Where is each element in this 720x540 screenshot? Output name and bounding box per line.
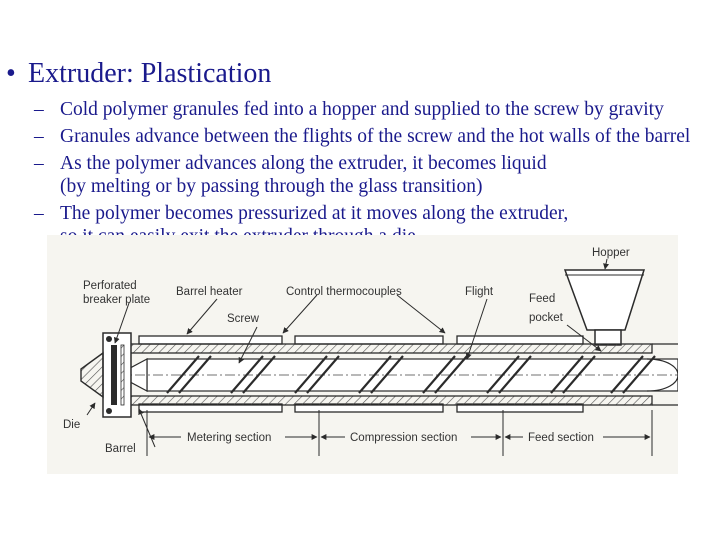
flight-label: Flight [465, 286, 494, 298]
bullet-dash: – [34, 203, 44, 224]
bullet-line: The polymer becomes pressurized at it mo… [60, 203, 569, 224]
bullet-item: – As the polymer advances along the extr… [34, 152, 690, 198]
die-label: Die [63, 419, 80, 431]
bullet-dash: – [34, 99, 44, 120]
control-thermocouples-label: Control thermocouples [286, 286, 402, 298]
compression-section-label: Compression section [350, 432, 457, 444]
bullet-dash: – [34, 153, 44, 174]
heading-bullet: • [6, 58, 16, 89]
leader-lines [86, 258, 610, 448]
hopper-label: Hopper [592, 247, 630, 259]
metering-section-label: Metering section [187, 432, 271, 444]
bullet-list: – Cold polymer granules fed into a hoppe… [34, 98, 690, 252]
bullet-item: – Granules advance between the flights o… [34, 125, 690, 148]
extruder-diagram: Hopper Perforated breaker plate Barrel h… [47, 235, 678, 474]
screw-label: Screw [227, 313, 260, 325]
barrel-heater-label: Barrel heater [176, 286, 243, 298]
heading-text: Extruder: Plastication [28, 58, 272, 89]
hopper-shape [563, 269, 646, 346]
screw-flights [166, 355, 656, 394]
extruder-svg: Hopper Perforated breaker plate Barrel h… [63, 247, 678, 456]
die-assembly [80, 332, 132, 418]
perforated-label-line2: breaker plate [83, 294, 150, 306]
bullet-item: – Cold polymer granules fed into a hoppe… [34, 98, 690, 121]
feed-section-label: Feed section [528, 432, 594, 444]
perforated-label-line1: Perforated [83, 280, 137, 292]
barrel-label: Barrel [105, 443, 136, 455]
bullet-line: (by melting or by passing through the gl… [60, 176, 483, 197]
bullet-line: Granules advance between the flights of … [60, 126, 691, 147]
bullet-line: Cold polymer granules fed into a hopper … [60, 99, 664, 120]
slide-heading: • Extruder: Plastication [6, 58, 271, 90]
feed-pocket-label-line1: Feed [529, 293, 555, 305]
feed-pocket-label-line2: pocket [529, 312, 564, 324]
bullet-dash: – [34, 126, 44, 147]
bullet-line: As the polymer advances along the extrud… [60, 153, 547, 174]
section-dimensions [146, 410, 653, 456]
screw-shaft [115, 358, 678, 392]
